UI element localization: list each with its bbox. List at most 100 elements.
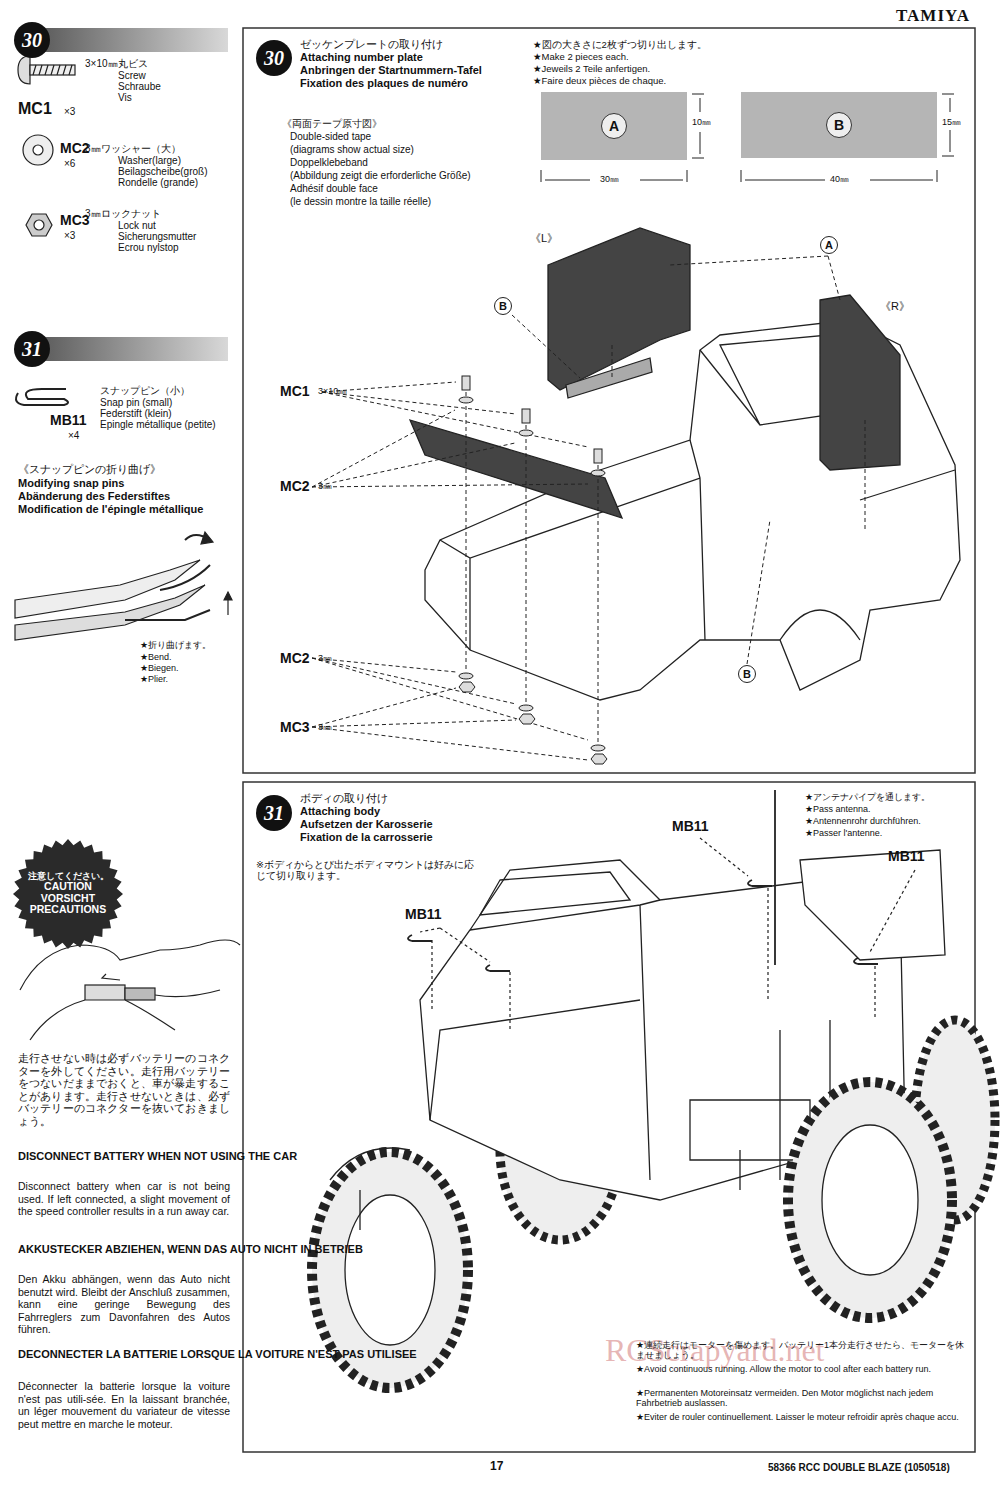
- tape-piece: A: [541, 92, 687, 160]
- step-bar: [30, 28, 228, 52]
- instruction-text: Double-sided tape: [290, 131, 371, 143]
- callout-letter: B: [738, 665, 756, 683]
- node-label: A: [825, 239, 833, 251]
- instruction-text: ×3: [64, 106, 75, 118]
- instruction-text: Fixation des plaques de numéro: [300, 77, 468, 90]
- instruction-text: Lock nut: [118, 220, 156, 232]
- instruction-text: ★Biegen.: [140, 663, 179, 673]
- instruction-text: Doppelklebeband: [290, 157, 368, 169]
- instruction-text: ★Jeweils 2 Teile anfertigen.: [533, 64, 650, 75]
- part-code: MC2: [280, 478, 310, 494]
- warning-text: Disconnect battery when car is not being…: [18, 1180, 230, 1218]
- node-label: 30: [22, 29, 42, 51]
- part-code: MC3: [60, 212, 90, 228]
- caution-text: 注意してください。: [28, 872, 109, 881]
- instruction-text: Modifying snap pins: [18, 477, 124, 490]
- node-label: B: [826, 112, 852, 138]
- screws-washers-nuts: [459, 376, 607, 764]
- instruction-text: ゼッケンプレートの取り付け: [300, 38, 443, 51]
- instruction-text: 30㎜: [600, 174, 619, 184]
- step-number: 30: [256, 40, 292, 76]
- node-label: 31: [264, 802, 284, 824]
- instruction-text: ★Antennenrohr durchführen.: [805, 816, 921, 826]
- instruction-text: ×3: [64, 230, 75, 242]
- node-label: A: [601, 113, 627, 139]
- caution-text: PRECAUTIONS: [30, 904, 106, 916]
- instruction-text: ★Avoid continuous running. Allow the mot…: [636, 1364, 971, 1374]
- part-code: MB11: [405, 906, 442, 922]
- instruction-text: ★連続走行はモーターを傷めます。バッテリー1本分走行させたら、モーターを休ませま…: [636, 1340, 971, 1361]
- instruction-text: Federstift (klein): [100, 408, 172, 420]
- instruction-text: 《R》: [880, 300, 910, 313]
- instruction-text: 40㎜: [830, 174, 849, 184]
- step-number: 30: [14, 22, 50, 58]
- warning-heading: AKKUSTECKER ABZIEHEN, WENN DAS AUTO NICH…: [18, 1243, 230, 1256]
- instruction-text: Sicherungsmutter: [118, 231, 196, 243]
- instruction-text: ★アンテナパイプを通します。: [805, 792, 930, 802]
- instruction-text: ★図の大きさに2枚ずつ切り出します。: [533, 40, 707, 51]
- step-frame: [243, 782, 975, 1452]
- caution-text: VORSICHT: [41, 893, 95, 905]
- instruction-text: 3㎜: [318, 653, 332, 663]
- instruction-text: スナップピン（小）: [100, 385, 190, 397]
- instruction-text: ★Eviter de rouler continuellement. Laiss…: [636, 1412, 971, 1422]
- instruction-text: Screw: [118, 70, 146, 82]
- instruction-text: 15㎜: [942, 117, 961, 127]
- instruction-text: Fixation de la carrosserie: [300, 831, 433, 844]
- part-code: MC3: [280, 719, 310, 735]
- callout-letter: B: [494, 297, 512, 315]
- instruction-text: Anbringen der Startnummern-Tafel: [300, 64, 482, 77]
- instruction-text: (Abbildung zeigt die erforderliche Größe…: [290, 170, 471, 182]
- instruction-text: ボディの取り付け: [300, 792, 388, 805]
- instruction-text: (diagrams show actual size): [290, 144, 414, 156]
- step-number: 31: [14, 331, 50, 367]
- instruction-text: Aufsetzen der Karosserie: [300, 818, 433, 831]
- instruction-text: Epingle métallique (petite): [100, 419, 216, 431]
- instruction-text: 3㎜: [318, 722, 332, 732]
- node-label: 30: [264, 47, 284, 69]
- instruction-text: 58366 RCC DOUBLE BLAZE (1050518): [768, 1462, 950, 1474]
- caution-text: CAUTION: [44, 881, 92, 893]
- part-code: MC1: [280, 383, 310, 399]
- brand-logo: TAMIYA: [896, 6, 970, 26]
- part-code: MB11: [50, 412, 87, 428]
- instruction-text: ×6: [64, 158, 75, 170]
- instruction-text: ★折り曲げます。: [140, 640, 211, 650]
- instruction-text: 10㎜: [692, 117, 711, 127]
- step-frame: [243, 28, 975, 773]
- part-code: MC2: [60, 140, 90, 156]
- node-label: B: [743, 668, 751, 680]
- part-code: MC1: [18, 100, 52, 118]
- instruction-text: Rondelle (grande): [118, 177, 198, 189]
- step-number: 31: [256, 795, 292, 831]
- part-code: MB11: [672, 818, 709, 834]
- instruction-text: Schraube: [118, 81, 161, 93]
- instruction-text: Adhésif double face: [290, 183, 378, 195]
- instruction-text: (le dessin montre la taille réelle): [290, 196, 431, 208]
- warning-text: Déconnecter la batterie lorsque la voitu…: [18, 1380, 230, 1430]
- instruction-text: 3㎜ワッシャー（大）: [85, 143, 181, 155]
- warning-heading: DECONNECTER LA BATTERIE LORSQUE LA VOITU…: [18, 1348, 230, 1361]
- instruction-text: ★Make 2 pieces each.: [533, 52, 629, 63]
- pliers-illustration: [15, 532, 232, 640]
- part-code: MC2: [280, 650, 310, 666]
- node-label: 31: [22, 338, 42, 360]
- warning-text: 走行させない時は必ずバッテリーのコネクターを外してください。走行用バッテリーをつ…: [18, 1052, 230, 1128]
- instruction-text: Attaching number plate: [300, 51, 423, 64]
- instruction-text: Snap pin (small): [100, 397, 172, 409]
- instruction-text: 3×10㎜丸ビス: [85, 58, 148, 70]
- step-bar: [30, 337, 228, 361]
- instruction-text: Vis: [118, 92, 132, 104]
- instruction-text: ★Passer l'antenne.: [805, 828, 882, 838]
- instruction-text: 3㎜ロックナット: [85, 208, 161, 220]
- instruction-text: ※ボディからとび出たボディマウントは好みに応じて切り取ります。: [256, 860, 481, 882]
- instruction-text: Attaching body: [300, 805, 380, 818]
- instruction-text: 《L》: [530, 232, 558, 245]
- instruction-text: Abänderung des Federstiftes: [18, 490, 170, 503]
- part-code: MB11: [888, 848, 925, 864]
- truck-body: [410, 228, 960, 700]
- instruction-text: 《両面テープ原寸図》: [282, 118, 382, 130]
- warning-text: Den Akku abhängen, wenn das Auto nicht b…: [18, 1273, 230, 1336]
- caution-badge: 注意してください。CAUTIONVORSICHTPRECAUTIONS: [12, 838, 124, 950]
- instruction-text: Ecrou nylstop: [118, 242, 179, 254]
